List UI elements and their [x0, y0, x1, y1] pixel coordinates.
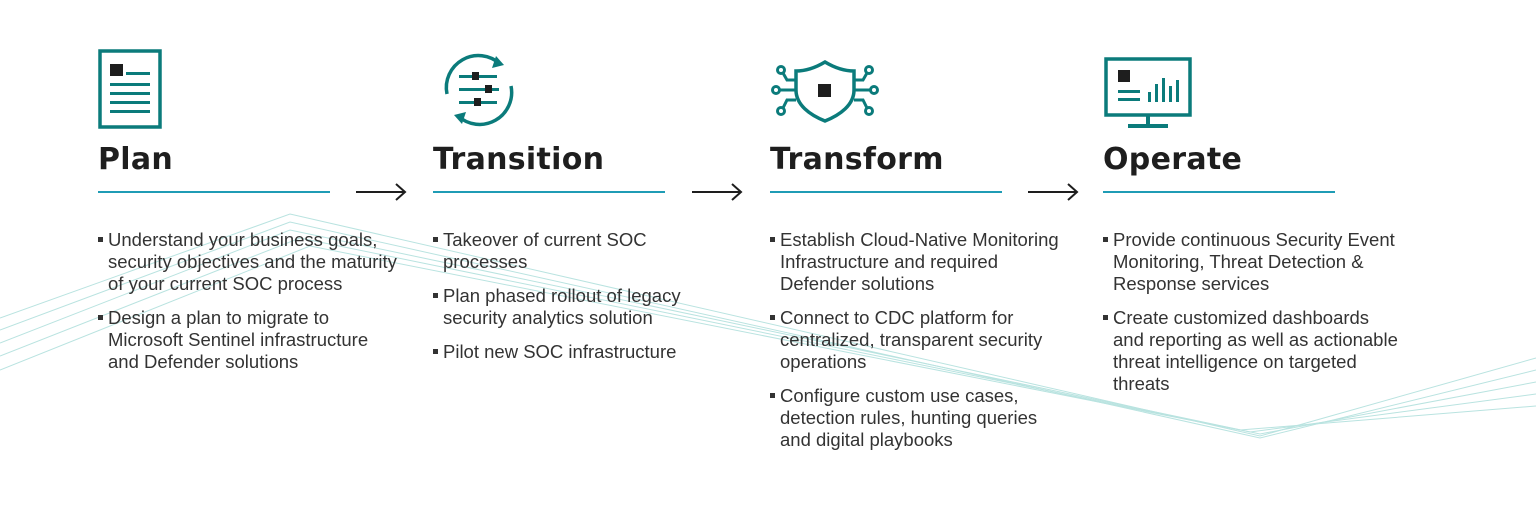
bullet-list: Takeover of current SOC processes Plan p…: [433, 229, 733, 375]
list-item: Design a plan to migrate to Microsoft Se…: [98, 307, 398, 373]
list-item: Create customized dashboards and reporti…: [1103, 307, 1403, 395]
phase-title: Transform: [770, 142, 944, 177]
list-item: Establish Cloud-Native Monitoring Infras…: [770, 229, 1070, 295]
arrow-right-icon: [1028, 180, 1080, 209]
list-item: Connect to CDC platform for centralized,…: [770, 307, 1070, 373]
list-item: Configure custom use cases, detection ru…: [770, 385, 1070, 451]
list-item: Takeover of current SOC processes: [433, 229, 733, 273]
title-underline: [433, 191, 665, 193]
list-item: Pilot new SOC infrastructure: [433, 341, 733, 363]
list-item: Plan phased rollout of legacy security a…: [433, 285, 733, 329]
title-underline: [770, 191, 1002, 193]
list-item: Provide continuous Security Event Monito…: [1103, 229, 1403, 295]
list-item: Understand your business goals, security…: [98, 229, 398, 295]
shield-circuit-icon: [770, 58, 880, 124]
arrow-right-icon: [692, 180, 744, 209]
document-icon: [98, 49, 162, 129]
title-underline: [1103, 191, 1335, 193]
monitor-dashboard-icon: [1103, 56, 1193, 132]
arrow-right-icon: [356, 180, 408, 209]
phase-title: Operate: [1103, 142, 1243, 177]
phase-title: Plan: [98, 142, 174, 177]
sliders-cycle-icon: [438, 52, 520, 128]
bullet-list: Understand your business goals, security…: [98, 229, 398, 385]
bullet-list: Establish Cloud-Native Monitoring Infras…: [770, 229, 1070, 463]
phase-title: Transition: [433, 142, 605, 177]
bullet-list: Provide continuous Security Event Monito…: [1103, 229, 1403, 407]
title-underline: [98, 191, 330, 193]
